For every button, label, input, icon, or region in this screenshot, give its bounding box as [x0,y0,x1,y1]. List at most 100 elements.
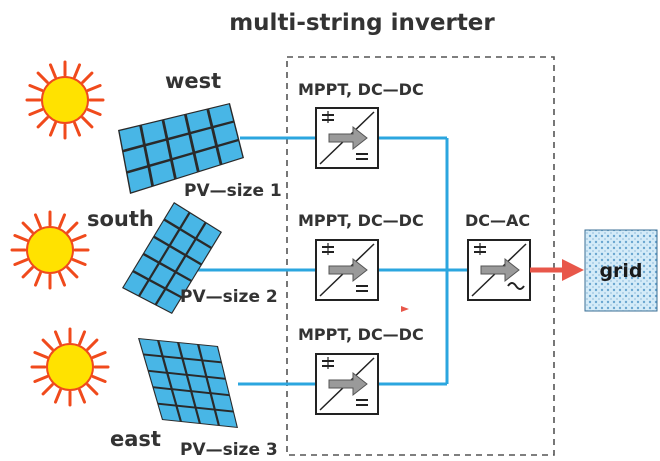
converter-label-2: MPPT, DC—DC [298,211,424,230]
panel-cell [168,373,190,391]
grid-label: grid [599,260,642,282]
sun-ray [33,351,49,359]
sun-ray [66,266,79,279]
panel-cell [173,390,195,407]
panel-cell [171,230,195,254]
panel-cell [127,167,152,193]
sun-ray [86,84,102,92]
sun-ray [36,116,49,129]
wires [196,136,468,386]
sun-ray [13,234,29,242]
conversion-arrow-icon [328,257,368,283]
panel-cell [149,371,171,389]
panel-cell [186,109,211,132]
sun-ray [78,388,86,404]
panel-cell [156,290,181,313]
sun-ray [91,351,107,359]
pv-panel-3 [138,338,238,428]
pv-panel-2 [122,202,222,314]
diagram-title: multi-string inverter [229,10,495,36]
sun-ray [86,338,99,351]
sun-ray [33,375,49,383]
panel-cell [165,203,189,228]
panel-cell [123,272,148,296]
stray-mark [401,306,409,312]
sun-ray [91,375,107,383]
panel-cell [209,104,233,126]
pv-size-label-1: PV—size 1 [184,181,282,201]
pv-size-label-3: PV—size 3 [180,440,278,460]
panel-cell [159,341,181,358]
panel-cell [203,361,225,378]
direction-label-east: east [110,427,161,451]
panel-cell [123,146,148,171]
mppt-dcdc-converter-3 [315,353,379,415]
sun-ray [73,121,81,137]
mppt-dcdc-converter-1 [315,107,379,169]
output-arrow-icon [530,259,584,281]
panel-cell [160,247,185,271]
sun-ray [49,63,57,79]
sun-ray [66,221,79,234]
panel-cell [191,128,215,152]
sun-icon [10,210,90,290]
converter-label-3: MPPT, DC—DC [298,325,424,344]
panel-cell [177,256,201,280]
panel-cell [212,394,233,411]
sun-ray [81,116,94,129]
sun-ray [28,108,44,116]
sun-ray [71,234,87,242]
grid-block: grid [584,229,658,312]
direction-label-west: west [165,69,221,93]
inverter-enclosure [286,56,555,456]
sun-ray [73,63,81,79]
grid-box [584,229,658,312]
panel-cell [164,115,188,138]
panel-cell [207,377,229,395]
sun-ray [86,108,102,116]
panel-cell [140,281,164,304]
sun-ray [41,338,54,351]
panel-cell [139,339,162,356]
pv-panel-1 [118,103,244,194]
sun-ray [41,383,54,396]
panel-cell [146,140,170,165]
sun-disc [41,76,89,124]
panel-cell [154,220,179,245]
sun-ray [49,121,57,137]
dcac-inverter-block [467,239,531,301]
sun-disc [46,343,94,391]
conversion-arrow-icon [480,257,520,283]
inverter-label: DC—AC [465,211,530,230]
panel-cell [153,388,175,405]
sun-ray [86,383,99,396]
panel-cell [158,404,180,421]
sun-ray [54,388,62,404]
panel-cell [177,406,199,423]
sun-ray [36,71,49,84]
panel-cell [172,154,197,178]
panel-cell [144,355,166,372]
panel-cell [119,126,143,150]
panel-cell [168,134,193,158]
sun-disc [26,226,74,274]
pv-size-label-2: PV—size 2 [180,287,278,307]
panel-cell [183,359,205,376]
sun-ray [34,271,42,287]
sun-ray [58,271,66,287]
panel-cell [197,223,221,247]
panel-cell [216,410,237,427]
panel-cell [195,147,220,171]
conversion-arrow-icon [328,371,368,397]
panel-cell [192,392,214,409]
panel-cell [188,375,210,393]
panel-cell [187,240,211,264]
sun-ray [13,258,29,266]
sun-ray [54,330,62,346]
panel-cell [199,345,221,362]
panel-cell [197,408,218,425]
converter-label-1: MPPT, DC—DC [298,80,424,99]
panel-cell [142,120,166,144]
